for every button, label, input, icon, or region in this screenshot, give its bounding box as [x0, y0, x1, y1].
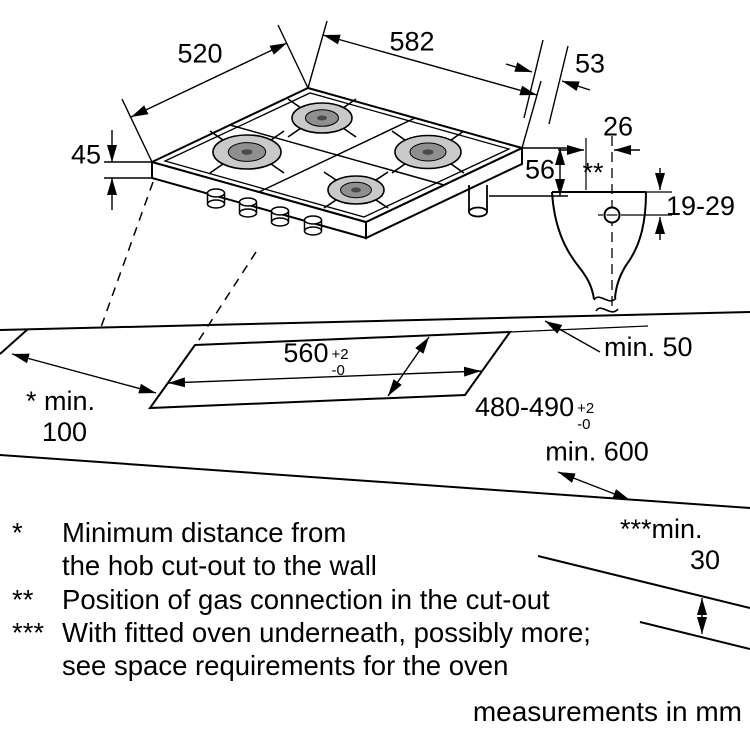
dim-label-hob-height: 45: [70, 139, 102, 170]
burner-left: [209, 130, 285, 174]
footnotes: * Minimum distance from the hob cut-out …: [12, 516, 591, 682]
gas-connection-detail: [551, 136, 672, 313]
clearance-label-front: min. 600: [545, 436, 649, 467]
tolerance-stack: +2-0: [577, 400, 595, 433]
knob-icon: [238, 197, 258, 218]
clearance-label-side: * min. 100: [26, 386, 96, 448]
hob-drawing: [149, 86, 525, 240]
dim-label-cutout-depth: 480-490+2-0: [475, 392, 595, 433]
gas-detail-marker: **: [582, 157, 604, 188]
footnote-marker: ***: [12, 616, 45, 648]
clearance-label-rear: min. 50: [604, 332, 693, 362]
dim-label-gas-offset-side: 56: [524, 154, 556, 185]
footnote-wall-distance: * Minimum distance from the hob cut-out …: [12, 517, 377, 582]
gas-connection-pipe: [468, 185, 488, 218]
hob-dimension-lines: [104, 20, 591, 210]
control-knobs: [206, 188, 323, 236]
dim-label-cutout-width: 560+2-0: [283, 337, 349, 379]
dim-label-hob-depth: 520: [177, 38, 223, 69]
worktop-dimension-lines: [11, 320, 707, 634]
units-note: measurements in mm: [472, 696, 742, 727]
projection-dashed-lines: [99, 181, 257, 344]
dim-label-gas-detail-offset: 26: [602, 111, 634, 142]
pan-support-grid: [229, 117, 445, 193]
dim-label-hob-width: 582: [389, 26, 435, 57]
tolerance-stack: +2-0: [331, 345, 349, 379]
oven-clearance-lines: [537, 555, 750, 650]
dim-label-gas-detail-depth: 19-29: [666, 191, 736, 221]
footnote-marker: *: [12, 517, 23, 548]
burner-right: [391, 130, 465, 174]
footnote-fitted-oven: *** With fitted oven underneath, possibl…: [12, 616, 591, 682]
burners: [209, 98, 465, 209]
burner-front: [323, 171, 389, 209]
knob-icon: [270, 206, 290, 227]
footnote-marker: **: [12, 583, 34, 615]
dim-label-gas-offset-top: 53: [574, 48, 606, 79]
knob-icon: [206, 188, 226, 209]
knob-icon: [303, 215, 323, 236]
footnote-gas-connection: ** Position of gas connection in the cut…: [12, 583, 550, 615]
burner-back: [287, 98, 357, 138]
clearance-label-below: ***min. 30: [620, 514, 721, 576]
